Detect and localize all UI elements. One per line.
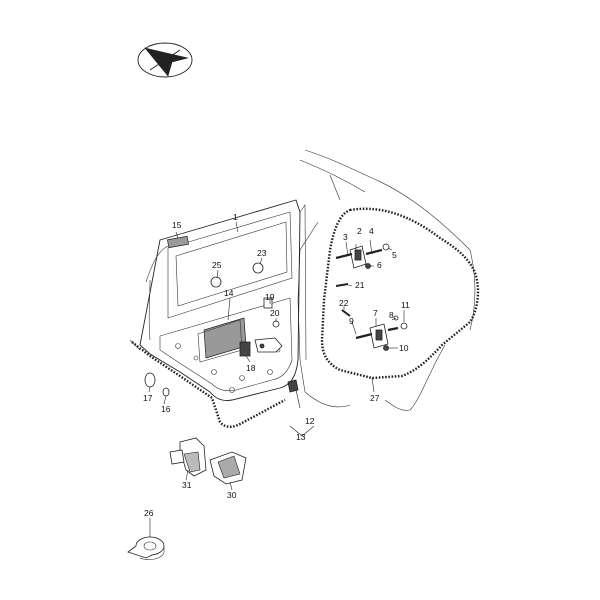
callout-20: 20 xyxy=(270,308,280,318)
upper-hinge xyxy=(335,243,390,269)
body-seal-ring xyxy=(320,207,480,380)
callout-labels: 1 2 3 4 5 6 7 8 9 10 11 12 13 14 15 16 1… xyxy=(143,212,410,518)
door-check-bracket xyxy=(169,437,207,477)
callout-25: 25 xyxy=(212,260,222,270)
callout-18: 18 xyxy=(246,363,256,373)
callout-23: 23 xyxy=(257,248,267,258)
damping-mat xyxy=(197,317,247,363)
callout-11: 11 xyxy=(401,300,410,310)
striker xyxy=(287,379,299,393)
callout-5: 5 xyxy=(392,250,397,260)
car-body-outline xyxy=(297,149,476,411)
callout-10: 10 xyxy=(399,343,409,353)
callout-2: 2 xyxy=(357,226,362,236)
callout-30: 30 xyxy=(227,490,237,500)
lock-mechanism xyxy=(239,297,283,357)
vehicle-direction-icon xyxy=(137,42,193,78)
screw-21 xyxy=(335,283,349,287)
callout-13: 13 xyxy=(296,432,306,442)
callout-9: 9 xyxy=(349,316,354,326)
callout-8: 8 xyxy=(389,310,394,320)
callout-21: 21 xyxy=(355,280,365,290)
callout-15: 15 xyxy=(172,220,182,230)
adhesive-tape-roll xyxy=(127,536,165,560)
cap-25 xyxy=(210,276,222,288)
door-seal-strip xyxy=(129,339,286,428)
callout-22: 22 xyxy=(339,298,349,308)
callout-12: 12 xyxy=(305,416,315,426)
grommet-17 xyxy=(144,372,156,388)
callout-4: 4 xyxy=(369,226,374,236)
callout-1: 1 xyxy=(233,212,238,222)
door-check-cover xyxy=(209,451,247,485)
callout-3: 3 xyxy=(343,232,348,242)
callout-26: 26 xyxy=(144,508,154,518)
callout-19: 19 xyxy=(265,292,275,302)
callout-7: 7 xyxy=(373,308,378,318)
callout-27: 27 xyxy=(370,393,380,403)
leader-lines xyxy=(148,221,405,537)
callout-6: 6 xyxy=(377,260,382,270)
callout-31: 31 xyxy=(182,480,192,490)
callout-14: 14 xyxy=(224,288,234,298)
door-shell xyxy=(139,199,307,401)
trim-sticker xyxy=(167,235,189,249)
callout-17: 17 xyxy=(143,393,153,403)
plug-16 xyxy=(162,387,170,397)
screw-22 xyxy=(341,309,351,317)
cap-23 xyxy=(252,262,264,274)
callout-16: 16 xyxy=(161,404,171,414)
